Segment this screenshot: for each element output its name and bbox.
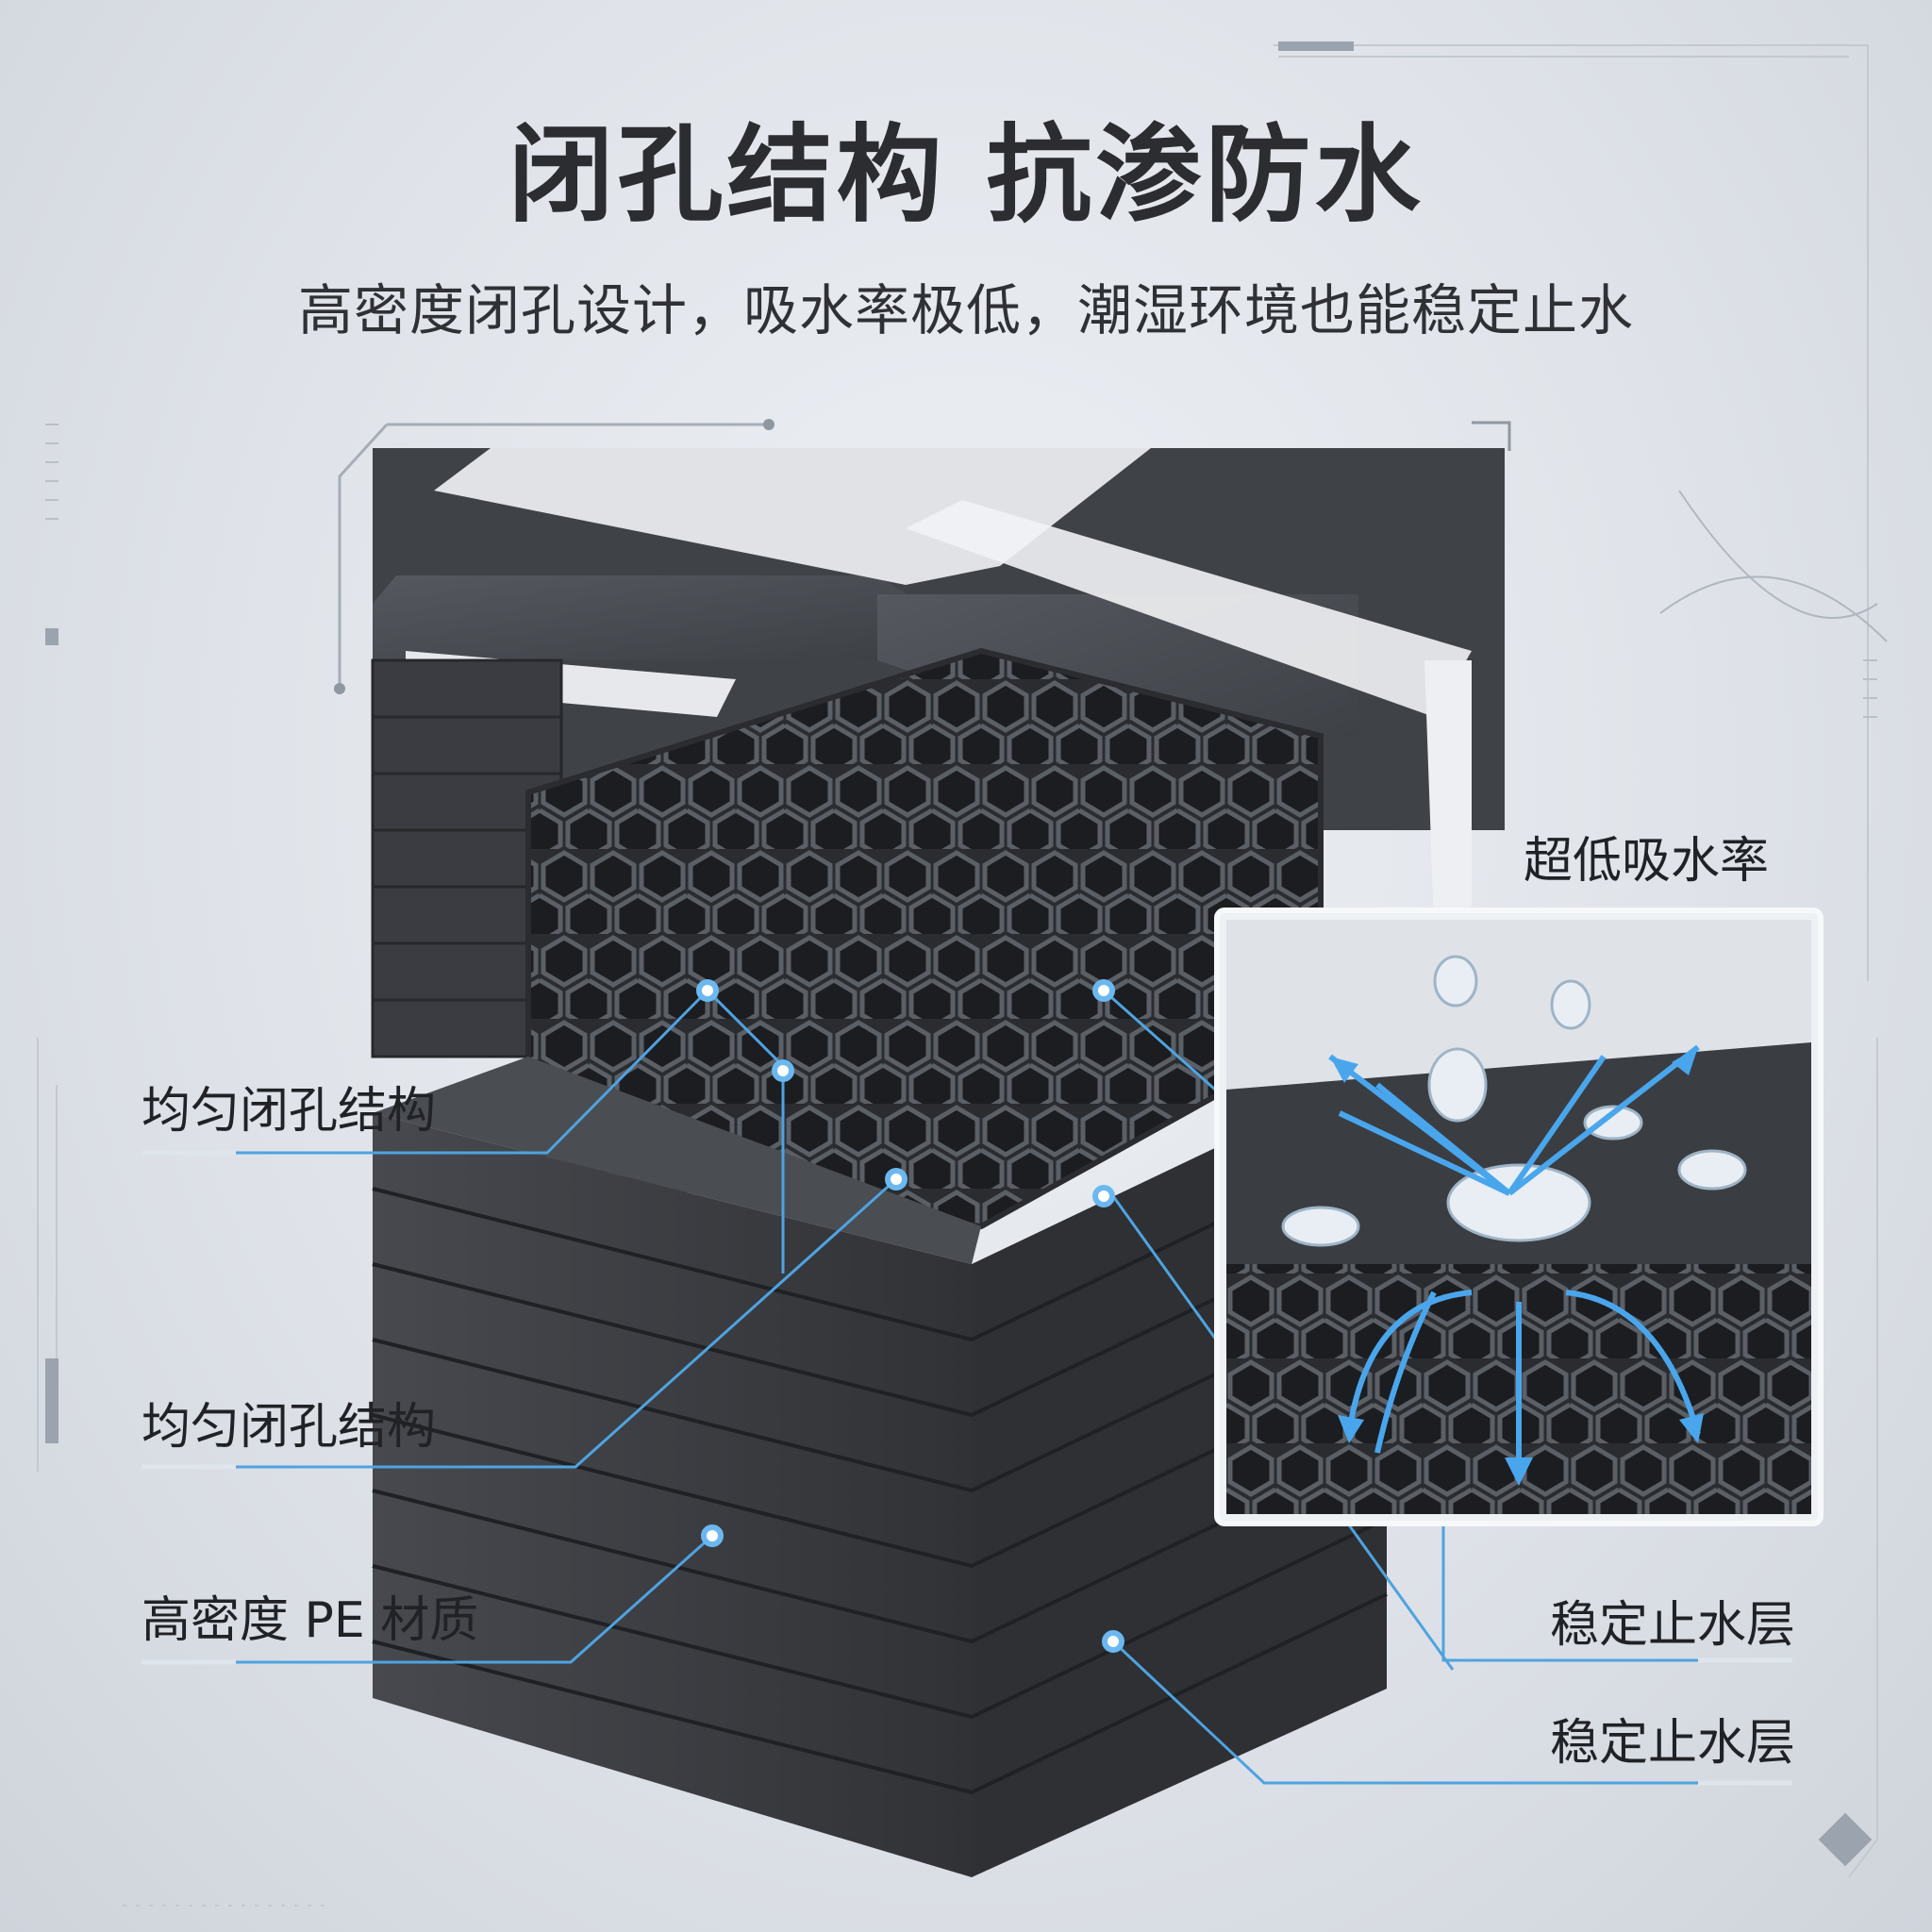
inset-label-low-absorption: 超低吸水率 [1524,833,1770,890]
callout-waterstop-top: 稳定止水层 [1549,1597,1795,1654]
inset-panel [1214,908,1824,1526]
hud-frame-top-right [1274,44,1869,981]
leader-left-middle [142,1177,898,1469]
honeycomb-core [528,651,1321,1226]
callout-waterstop-bottom: 稳定止水层 [1549,1715,1795,1772]
page-subtitle: 高密度闭孔设计，吸水率极低，潮湿环境也能稳定止水 [297,278,1634,342]
callout-dot [696,979,719,1002]
callout-closed-cell-top: 均匀闭孔结构 [142,1083,437,1140]
leader-left-bottom [142,1534,713,1664]
leader-left-top [142,989,709,1155]
hud-stripe [1278,42,1354,51]
page-title: 闭孔结构 抗渗防水 [508,114,1424,237]
leader-right-bottom [1111,1640,1792,1785]
foam-stack-front [373,1113,972,1877]
callout-pe-material: 高密度 PE 材质 [142,1592,479,1649]
callout-closed-cell-middle: 均匀闭孔结构 [142,1399,437,1456]
